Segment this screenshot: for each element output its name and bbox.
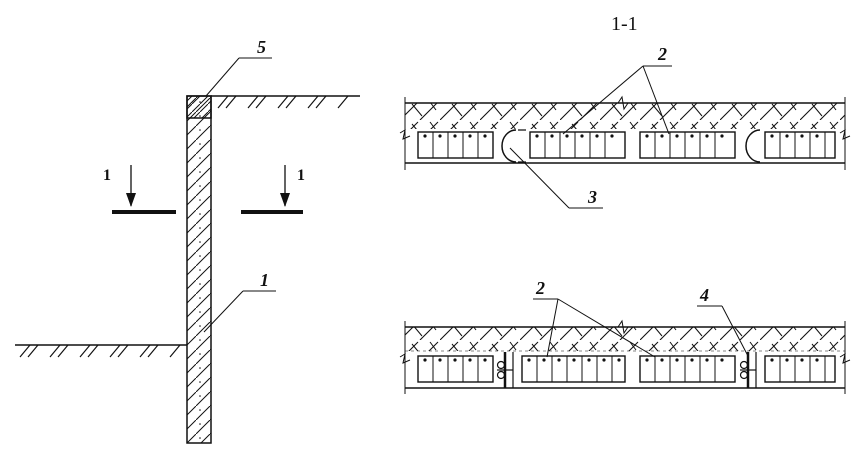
rebar-cage-bottom-2 xyxy=(521,355,626,383)
callout-wall: 1 xyxy=(203,270,276,333)
round-joint-2 xyxy=(745,129,761,163)
rebar-cage-bottom-3 xyxy=(639,355,736,383)
rebar-cage-bottom-4 xyxy=(764,355,836,383)
rebar-dots-bottom xyxy=(423,358,819,362)
crown-beam xyxy=(186,95,212,119)
rebar-dots-top xyxy=(423,134,819,138)
ground-hatch-top xyxy=(217,95,349,109)
rebar-cage-top-3 xyxy=(639,131,736,159)
steel-joint-2 xyxy=(739,352,757,388)
round-joint-1 xyxy=(501,129,517,163)
callout-cage-bottom-label: 2 xyxy=(535,278,545,298)
callout-wall-label: 1 xyxy=(260,270,269,290)
section-mark-right-label: 1 xyxy=(297,167,305,184)
rebar-cage-top-1 xyxy=(417,131,494,159)
rebar-cage-top-2 xyxy=(529,131,626,159)
section-top-round-joint: 2 3 xyxy=(399,44,851,209)
section-mark-left-label: 1 xyxy=(103,167,111,184)
callout-crown-beam: 5 xyxy=(205,37,272,97)
rebar-cage-bottom-1 xyxy=(417,355,494,383)
callout-round-joint-label: 3 xyxy=(587,187,597,207)
round-joint-1-right xyxy=(518,129,526,163)
section-mark-right: 1 xyxy=(241,165,305,214)
section-mark-left: 1 xyxy=(103,165,176,214)
callout-crown-beam-label: 5 xyxy=(257,37,266,57)
steel-joint-1 xyxy=(496,352,514,388)
callout-cage-top-label: 2 xyxy=(657,44,667,64)
section-title: 1-1 xyxy=(611,13,638,35)
ground-hatch-bottom xyxy=(19,344,181,358)
diaphragm-wall xyxy=(186,95,212,444)
wall-elevation: 1 1 5 1 xyxy=(15,37,360,444)
rebar-cage-top-4 xyxy=(764,131,836,159)
callout-steel-joint-label: 4 xyxy=(699,285,709,305)
section-bottom-steel-joint: 2 4 xyxy=(399,278,851,394)
